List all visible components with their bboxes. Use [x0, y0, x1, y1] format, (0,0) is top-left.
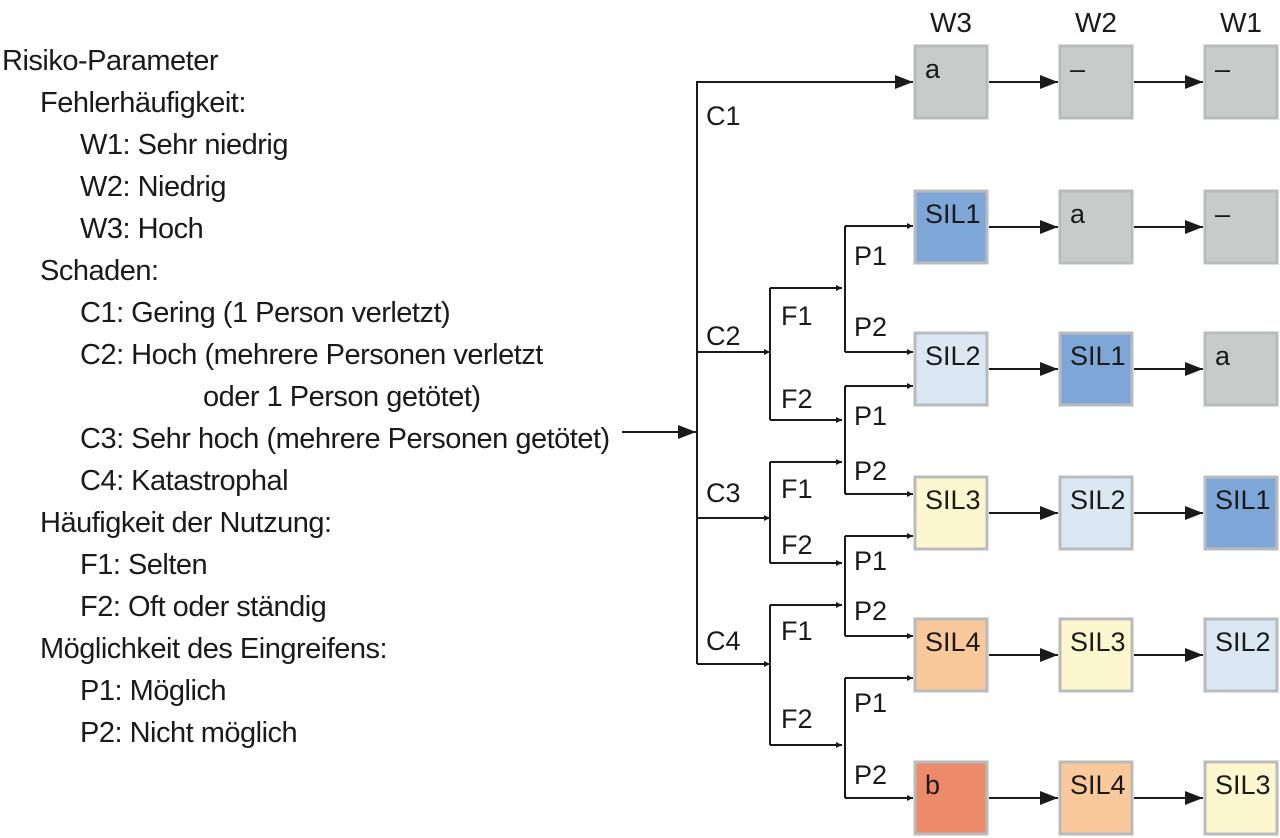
legend-c4: C4: Katastrophal	[80, 465, 289, 497]
sil-cell-box	[1058, 760, 1134, 836]
label-c3: C3	[706, 478, 741, 508]
label-p1-c2f2: P1	[854, 401, 887, 431]
sil-cell-r1-w1: –	[1203, 44, 1279, 120]
label-f2-c4: F2	[781, 704, 813, 734]
legend-f-heading: Häufigkeit der Nutzung:	[40, 507, 332, 539]
sil-cell-label: b	[925, 770, 940, 800]
sil-cell-box	[913, 760, 989, 836]
sil-cell-box	[1203, 760, 1279, 836]
sil-cell-label: SIL2	[1070, 485, 1126, 515]
sil-cell-box	[1203, 617, 1279, 693]
sil-cell-r4-w1: SIL1	[1203, 475, 1279, 551]
connector-lines	[622, 75, 1203, 805]
sil-cell-label: SIL2	[925, 341, 981, 371]
sil-cell-r5-w2: SIL3	[1058, 617, 1134, 693]
label-p2-c2f2: P2	[854, 456, 887, 486]
legend-f1: F1: Selten	[80, 549, 208, 581]
sil-cell-r3-w3: SIL2	[913, 331, 989, 407]
sil-cell-box	[1203, 475, 1279, 551]
sil-cell-label: SIL4	[1070, 770, 1126, 800]
sil-cell-r6-w2: SIL4	[1058, 760, 1134, 836]
sil-cell-box	[1058, 475, 1134, 551]
label-f1-c3: F1	[781, 474, 813, 504]
legend-c3: C3: Sehr hoch (mehrere Personen getötet)	[80, 423, 610, 455]
sil-cell-r3-w1: a	[1203, 331, 1279, 407]
sil-cell-label: a	[1070, 199, 1086, 229]
legend-p1: P1: Möglich	[80, 675, 227, 707]
legend-w3: W3: Hoch	[80, 213, 204, 245]
sil-cell-label: –	[1215, 199, 1230, 229]
sil-cell-box	[1203, 44, 1279, 120]
sil-cell-label: SIL1	[925, 199, 981, 229]
legend-c2-line2: oder 1 Person getötet)	[203, 381, 481, 413]
label-p2-c3f2: P2	[854, 596, 887, 626]
sil-cell-box	[913, 475, 989, 551]
trunk-c1	[696, 75, 913, 664]
sil-cell-box	[1203, 331, 1279, 407]
label-c2: C2	[706, 321, 741, 351]
sil-cell-box	[1058, 617, 1134, 693]
sil-cell-r5-w3: SIL4	[913, 617, 989, 693]
sil-cell-label: SIL3	[1070, 627, 1126, 657]
label-c4: C4	[706, 626, 741, 656]
label-p2-c4f2: P2	[854, 760, 887, 790]
legend-f2: F2: Oft oder ständig	[80, 591, 327, 623]
legend-w2: W2: Niedrig	[80, 171, 227, 203]
legend-w-heading: Fehlerhäufigkeit:	[40, 87, 246, 119]
sil-cell-label: SIL1	[1215, 485, 1271, 515]
label-p2-c2f1: P2	[854, 312, 887, 342]
legend-title: Risiko-Parameter	[2, 45, 219, 77]
legend-c-heading: Schaden:	[40, 255, 159, 287]
sil-cell-box	[913, 331, 989, 407]
sil-cell-label: SIL3	[925, 485, 981, 515]
sil-cell-label: –	[1070, 54, 1085, 84]
sil-cell-label: SIL1	[1070, 341, 1126, 371]
column-header-w2: W2	[1075, 7, 1117, 38]
sil-cell-box	[1058, 331, 1134, 407]
sil-cell-label: SIL3	[1215, 770, 1271, 800]
sil-cell-label: SIL2	[1215, 627, 1271, 657]
sil-cell-box	[1058, 189, 1134, 265]
sil-cell-box	[1058, 44, 1134, 120]
legend-p2: P2: Nicht möglich	[80, 717, 298, 749]
sil-cell-r3-w2: SIL1	[1058, 331, 1134, 407]
legend-c2-line1: C2: Hoch (mehrere Personen verletzt	[80, 339, 543, 371]
label-p1-c4f2: P1	[854, 688, 887, 718]
label-p1-c2f1: P1	[854, 241, 887, 271]
label-f1-c4: F1	[781, 616, 813, 646]
sil-cell-box	[1203, 189, 1279, 265]
legend-w1: W1: Sehr niedrig	[80, 129, 289, 161]
label-f2-c3: F2	[781, 530, 813, 560]
sil-cell-r2-w1: –	[1203, 189, 1279, 265]
sil-cell-box	[913, 189, 989, 265]
label-f2-c2: F2	[781, 384, 813, 414]
label-c1: C1	[706, 101, 741, 131]
label-f1-c2: F1	[781, 301, 813, 331]
sil-cell-label: –	[1215, 54, 1230, 84]
sil-cell-r2-w2: a	[1058, 189, 1134, 265]
sil-cell-label: a	[1215, 341, 1231, 371]
sil-cell-r6-w1: SIL3	[1203, 760, 1279, 836]
sil-cell-r2-w3: SIL1	[913, 189, 989, 265]
sil-cell-box	[913, 44, 989, 120]
sil-cell-r1-w2: –	[1058, 44, 1134, 120]
sil-cell-label: SIL4	[925, 627, 981, 657]
sil-cell-r5-w1: SIL2	[1203, 617, 1279, 693]
column-header-w3: W3	[930, 7, 972, 38]
sil-cell-label: a	[925, 54, 941, 84]
label-p1-c3f2: P1	[854, 546, 887, 576]
sil-cell-r4-w3: SIL3	[913, 475, 989, 551]
legend-p-heading: Möglichkeit des Eingreifens:	[40, 633, 388, 665]
sil-cell-r4-w2: SIL2	[1058, 475, 1134, 551]
column-header-w1: W1	[1220, 7, 1262, 38]
sil-cell-box	[913, 617, 989, 693]
sil-cell-r6-w3: b	[913, 760, 989, 836]
legend-c1: C1: Gering (1 Person verletzt)	[80, 297, 451, 329]
sil-cell-r1-w3: a	[913, 44, 989, 120]
